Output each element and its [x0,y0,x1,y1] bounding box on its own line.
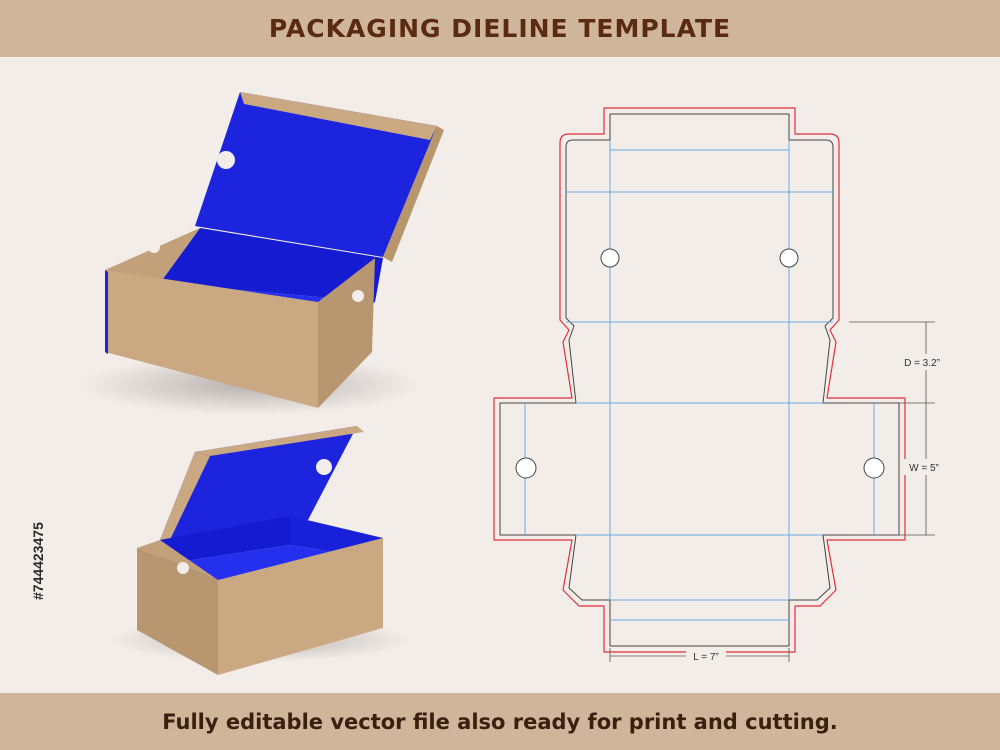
lid-edge [195,426,364,456]
box-thumb-notch-right [352,290,364,302]
dim-width-label: W = 5” [909,463,939,474]
box-edge-blue [105,270,108,354]
dieline-crease-lines [524,140,875,621]
lid-thumb-hole [217,151,235,169]
lid-thumb-hole [316,459,332,475]
box-thumb-notch [148,241,160,253]
dim-depth-label: D = 3.2” [904,358,940,369]
lid-inner-panel [195,92,437,257]
page-title: PACKAGING DIELINE TEMPLATE [268,14,732,43]
box-interior-back [160,516,290,565]
footer-caption: Fully editable vector file also ready fo… [162,709,838,734]
box-interior-back [160,228,383,302]
header-banner: PACKAGING DIELINE TEMPLATE [0,0,1000,57]
box-front-wall [105,270,318,408]
dieline-cut-outline [493,107,906,653]
box-front-wall [218,538,383,675]
lid-edge [240,92,437,140]
dieline-thumb-hole [600,248,620,268]
footer-banner: Fully editable vector file also ready fo… [0,693,1000,750]
box-mockup-bottom [110,426,410,675]
dim-depth-bg [896,354,948,370]
dim-length-bg [686,649,726,663]
lid-side-edge [160,452,210,544]
dieline-thumb-hole [863,457,885,479]
box-mockup-top [80,92,444,415]
dieline-thumb-hole [515,457,537,479]
box-rim [137,540,218,580]
dieline-thumb-hole [779,248,799,268]
lid-side-edge [383,126,444,262]
dieline-cut-line [499,113,900,647]
dim-length-label: L = 7” [693,652,718,663]
dim-width-bg [900,459,948,475]
dieline [493,107,906,653]
box-side-wall [137,548,218,675]
box-thumb-notch [177,562,189,574]
dimension-markers [609,321,935,662]
